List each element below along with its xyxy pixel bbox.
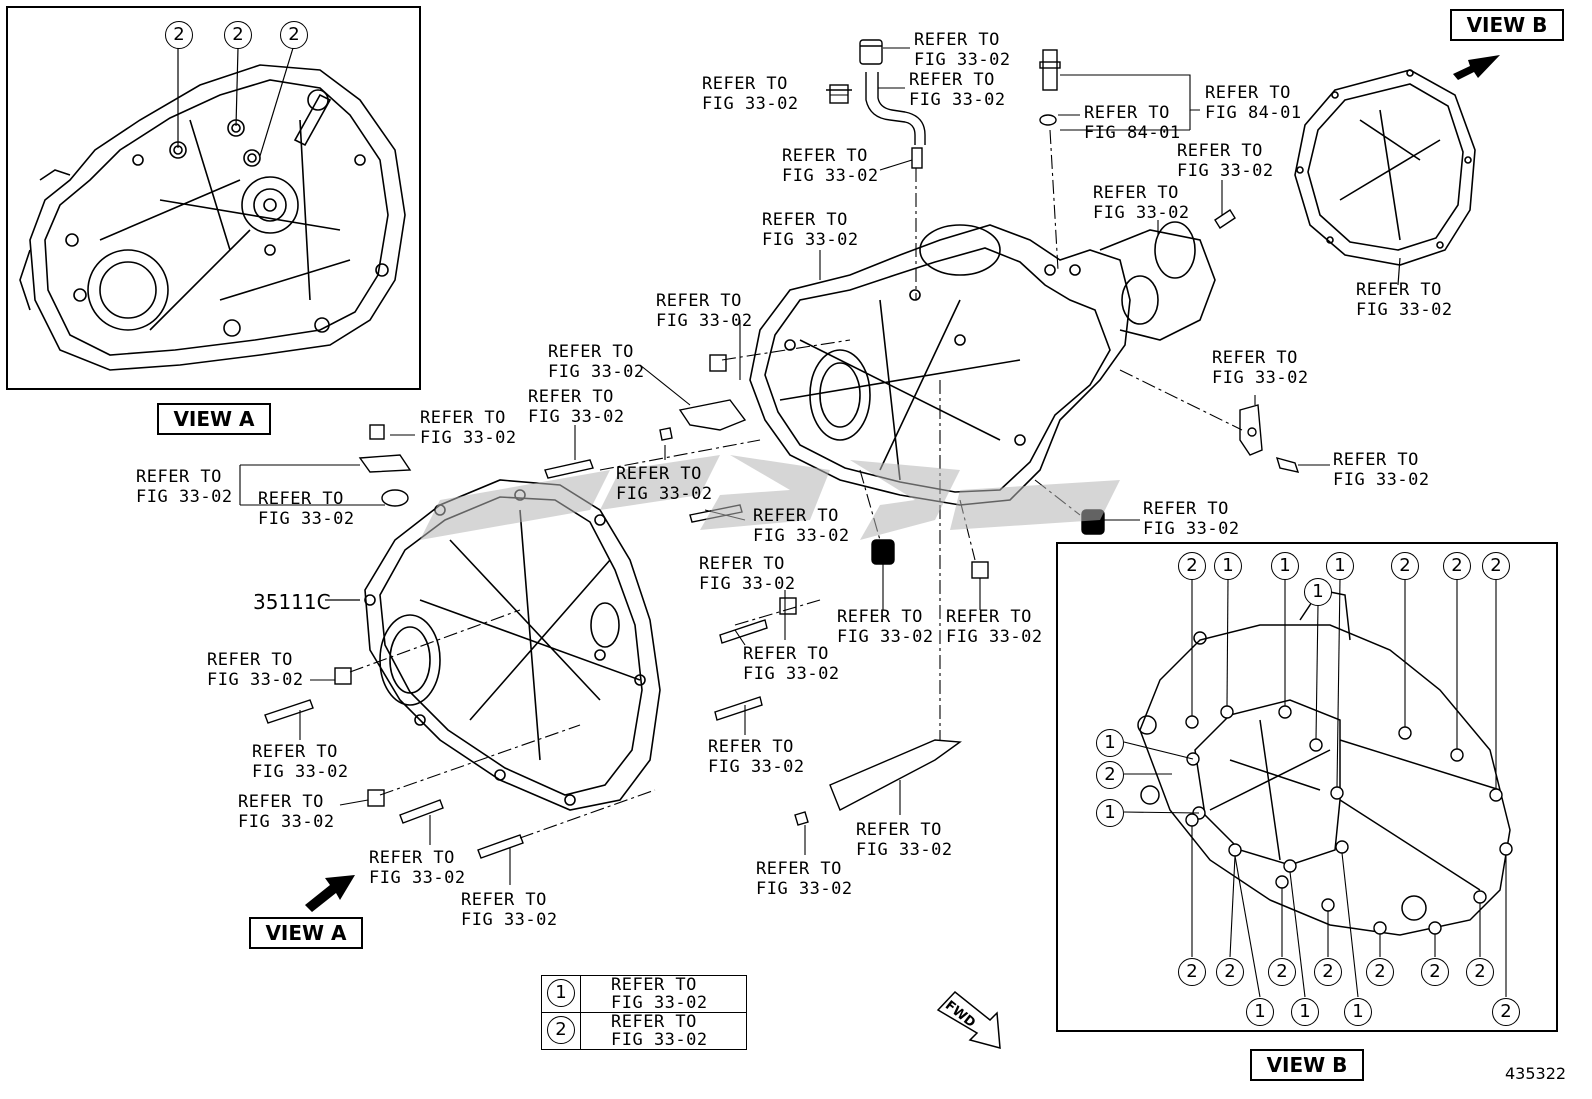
view-b-mark-1: 1	[1096, 799, 1124, 827]
view-a-arrow-icon	[305, 875, 355, 912]
legend-text-1: REFER TO FIG 33-02	[580, 975, 747, 1013]
view-b-mark-1: 1	[1246, 998, 1274, 1026]
view-b-mark-2: 2	[1421, 958, 1449, 986]
legend-text-2: REFER TO FIG 33-02	[580, 1012, 747, 1050]
view-b-mark-1: 1	[1326, 552, 1354, 580]
view-a-inset-frame	[6, 6, 421, 390]
legend-mark-1: 1	[547, 979, 575, 1007]
view-a-label-bottom: VIEW A	[249, 917, 363, 949]
view-b-label-top: VIEW B	[1450, 9, 1564, 41]
view-b-arrow-icon	[1453, 55, 1500, 80]
legend-mark-2: 2	[547, 1016, 575, 1044]
fwd-arrow-icon	[936, 990, 1001, 1049]
view-a-label-top: VIEW A	[157, 403, 271, 435]
view-b-mark-2: 2	[1443, 552, 1471, 580]
view-a-mark-2-a: 2	[165, 21, 193, 49]
figure-number: 435322	[1505, 1064, 1567, 1083]
part-number-label: 35111C	[253, 590, 331, 614]
view-b-mark-1: 1	[1271, 552, 1299, 580]
view-b-mark-1: 1	[1304, 578, 1332, 606]
view-b-inset-frame	[1056, 542, 1558, 1032]
view-b-mark-2: 2	[1178, 958, 1206, 986]
view-a-mark-2-b: 2	[224, 21, 252, 49]
view-b-mark-2: 2	[1492, 998, 1520, 1026]
view-b-mark-2: 2	[1314, 958, 1342, 986]
view-b-mark-2: 2	[1482, 552, 1510, 580]
view-b-mark-1: 1	[1291, 998, 1319, 1026]
view-b-mark-2: 2	[1216, 958, 1244, 986]
view-b-mark-1: 1	[1214, 552, 1242, 580]
view-b-mark-2: 2	[1268, 958, 1296, 986]
view-b-mark-2: 2	[1391, 552, 1419, 580]
legend-table: 1 REFER TO FIG 33-02 2 REFER TO FIG 33-0…	[541, 975, 747, 1050]
legend-row: 2 REFER TO FIG 33-02	[541, 1012, 747, 1050]
view-a-mark-2-c: 2	[280, 21, 308, 49]
view-b-case-drawing	[1137, 589, 1511, 936]
view-b-mark-2: 2	[1366, 958, 1394, 986]
watermark-logo	[420, 455, 1120, 540]
view-b-mark-1: 1	[1096, 729, 1124, 757]
view-b-label-bottom: VIEW B	[1250, 1049, 1364, 1081]
view-a-case-drawing	[19, 64, 406, 371]
legend-row: 1 REFER TO FIG 33-02	[541, 975, 747, 1013]
view-b-mark-1: 1	[1344, 998, 1372, 1026]
view-b-bellhousing-drawing	[1294, 69, 1476, 266]
transmission-case-35111c-drawing	[364, 479, 661, 811]
view-b-bolt-holes	[1185, 705, 1513, 935]
view-b-mark-2: 2	[1096, 761, 1124, 789]
view-b-mark-2: 2	[1178, 552, 1206, 580]
view-b-mark-2: 2	[1466, 958, 1494, 986]
